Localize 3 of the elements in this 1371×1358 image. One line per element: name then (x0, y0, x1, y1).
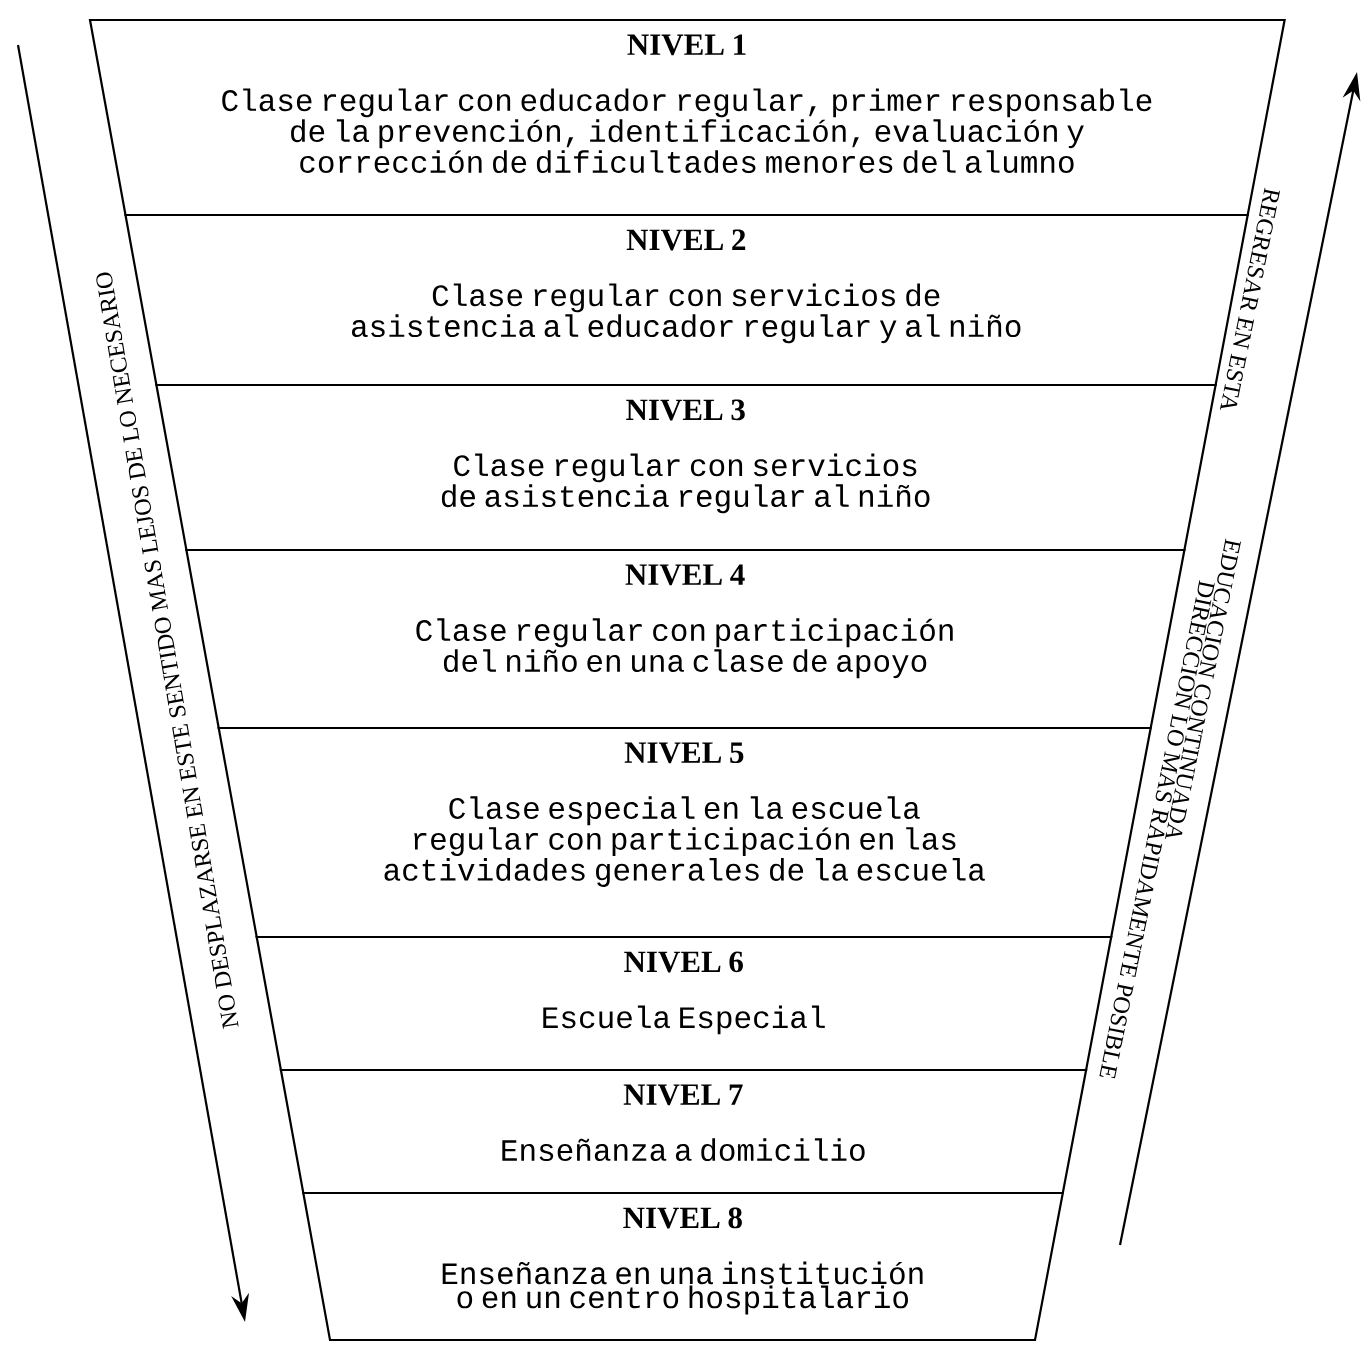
arrow-text: REGRESAR EN ESTA (1219, 187, 1281, 410)
level-band: NIVEL 7 Enseñanza a domicilio (279, 1068, 1088, 1195)
level-band: NIVEL 8 Enseñanza en una institución o en un centro hospitalario (302, 1191, 1065, 1342)
